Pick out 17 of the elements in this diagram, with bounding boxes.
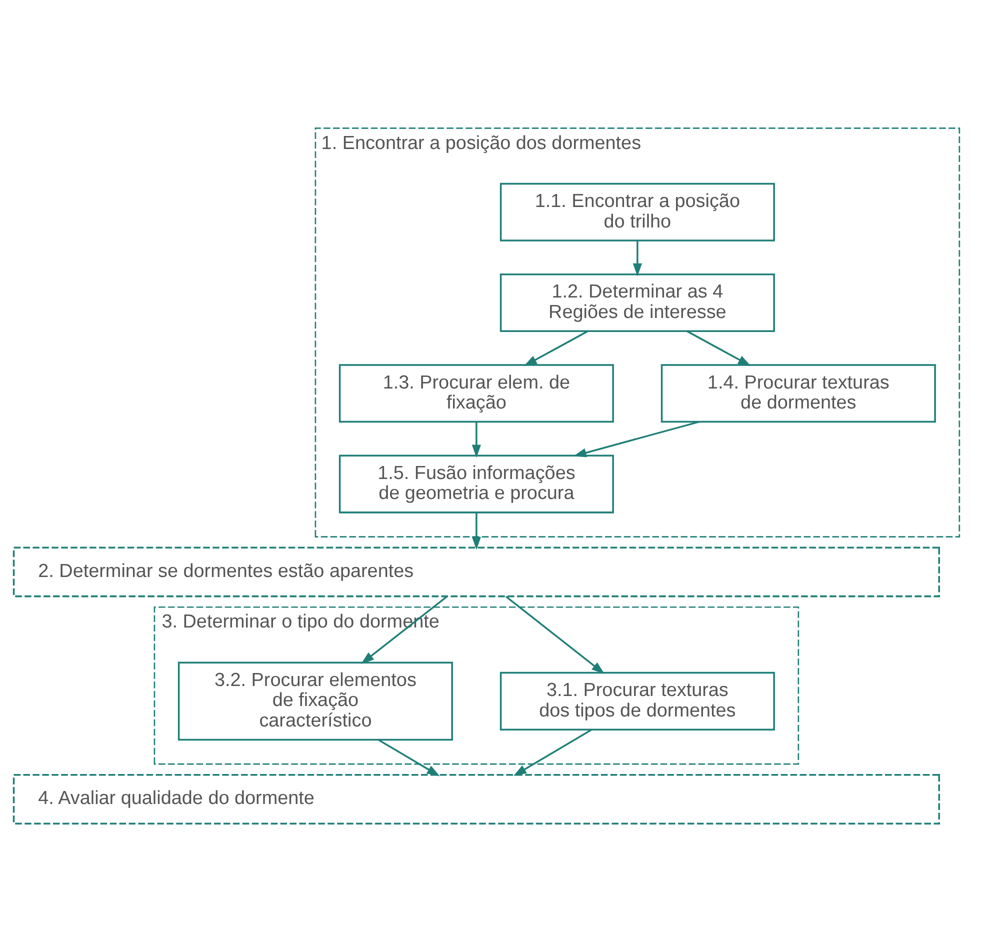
arrow (378, 739, 440, 776)
node-box: 4. Avaliar qualidade do dormente (12, 774, 940, 824)
arrow (686, 330, 752, 366)
arrow (524, 330, 588, 366)
node-box: 3.1. Procurar texturas dos tipos de dormentes (500, 672, 775, 730)
arrow (472, 512, 481, 550)
node-box: 3.2. Procurar elementos de fixação característico (178, 662, 453, 741)
node-box: 1.2. Determinar as 4 Regiões de interesse (500, 273, 775, 332)
node-box: 2. Determinar se dormentes estão aparentes (12, 546, 940, 598)
node-box: 1.3. Procurar elem. de fixação (338, 364, 614, 423)
node-box: 1.5. Fusão informações de geometria e procura (338, 454, 614, 514)
arrow (573, 421, 700, 458)
arrow (513, 728, 592, 776)
arrow (632, 240, 642, 276)
node-box: 1.1. Encontrar a posição do trilho (500, 182, 775, 242)
arrow (472, 422, 481, 458)
node-box: 1.4. Procurar texturas de dormentes (660, 364, 936, 423)
